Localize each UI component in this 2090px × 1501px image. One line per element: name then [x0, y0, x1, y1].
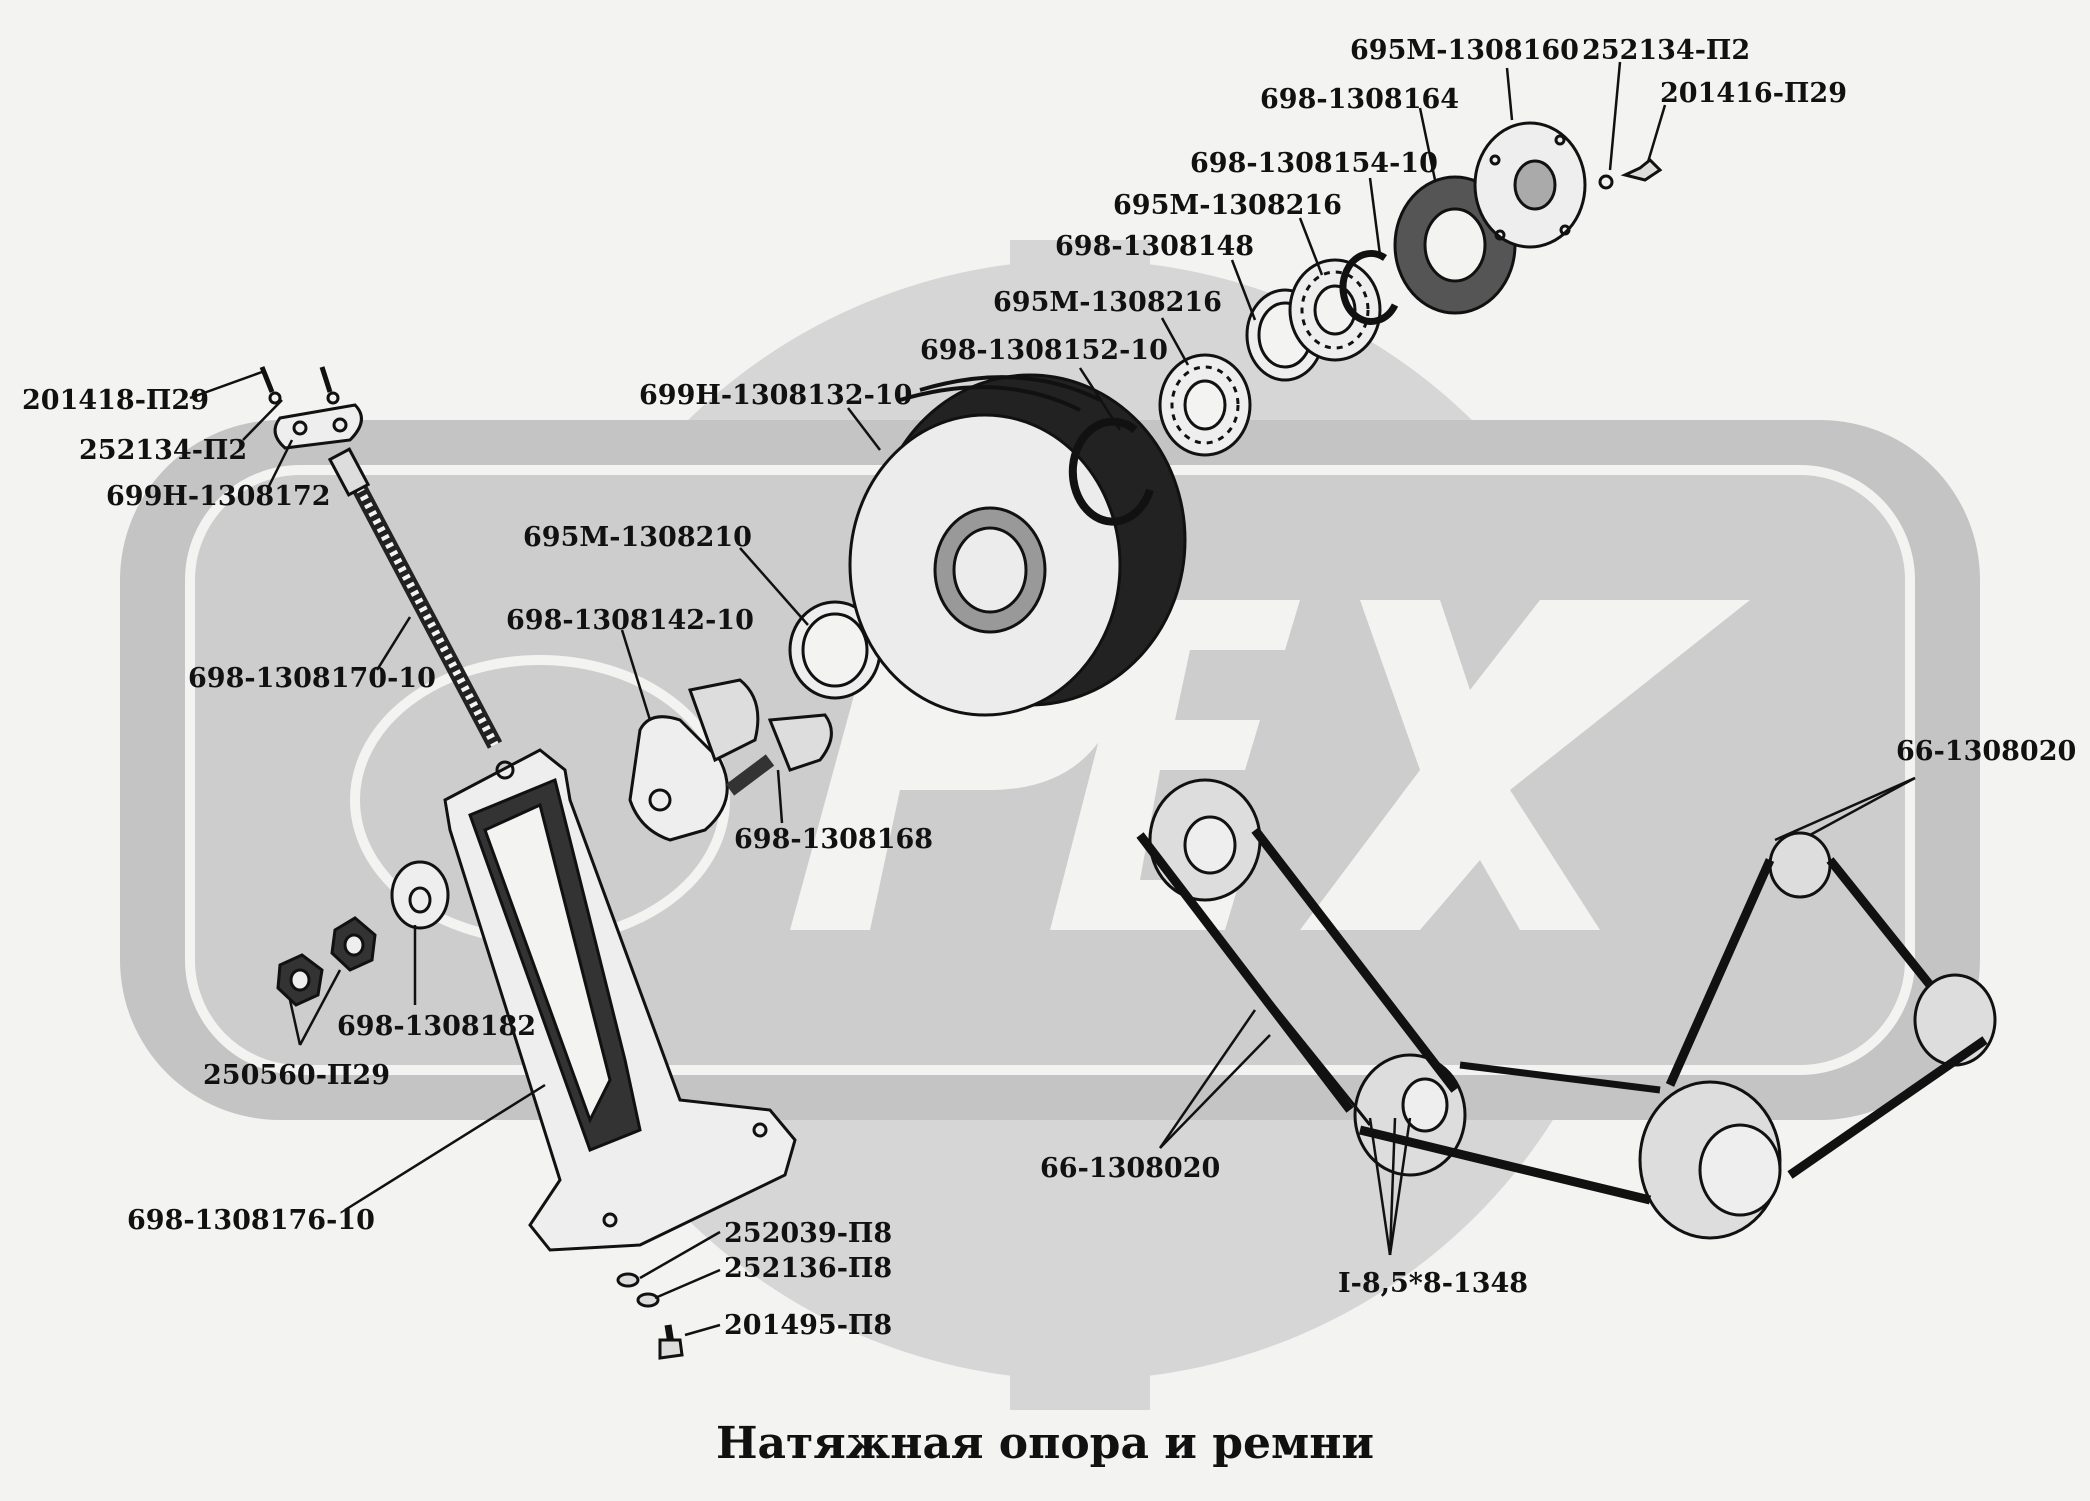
- label-belt-left: 66-1308020: [1040, 1153, 1221, 1184]
- label-belt-right: 66-1308020: [1896, 736, 2077, 767]
- label-spacer-2: 698-1308148: [1055, 231, 1255, 262]
- label-seal: 698-1308164: [1260, 84, 1460, 115]
- screw: [725, 713, 833, 796]
- snap-ring-2: [1339, 249, 1399, 325]
- base-fasteners: [616, 1272, 684, 1360]
- label-snap-ring: 698-1308152-10: [920, 335, 1168, 366]
- label-plate-screw: 201418-П29: [22, 385, 209, 416]
- label-base-washer: 252136-П8: [724, 1253, 893, 1284]
- nuts: [276, 916, 377, 1007]
- label-base-bolt: 201495-П8: [724, 1310, 893, 1341]
- label-spacer-ring: 695М-1308210: [523, 522, 752, 553]
- label-cover-bolt: 201416-П29: [1660, 78, 1847, 109]
- cover: [1473, 121, 1587, 249]
- label-base-nut: 252039-П8: [724, 1218, 893, 1249]
- label-belt-set: I-8,5*8-1348: [1338, 1268, 1529, 1299]
- cover-bolt: [1598, 157, 1663, 190]
- label-nuts: 250560-П29: [203, 1060, 390, 1091]
- label-axle: 698-1308142-10: [506, 605, 754, 636]
- belt-drive-right: [1358, 831, 1997, 1240]
- snap-ring: [1068, 417, 1154, 526]
- bearing-2: [1288, 258, 1382, 362]
- label-bearing-1: 695М-1308216: [993, 287, 1222, 318]
- label-tension-bolt: 698-1308170-10: [188, 663, 436, 694]
- label-bearing-2: 695М-1308216: [1113, 190, 1342, 221]
- label-cover: 695М-1308160: [1350, 35, 1579, 66]
- bearing-1: [1158, 353, 1252, 457]
- tensioner-bracket: [443, 748, 797, 1252]
- spacer-ring: [788, 600, 882, 700]
- label-retainer-plate: 699Н-1308172: [106, 481, 331, 512]
- drawing: [189, 61, 1997, 1360]
- retainer-plate: [259, 366, 363, 450]
- tension-bolt: [327, 447, 503, 749]
- label-plate-washer: 252134-П2: [79, 435, 248, 466]
- label-bracket: 698-1308176-10: [127, 1205, 375, 1236]
- label-washer: 698-1308182: [337, 1011, 537, 1042]
- label-washer-top: 252134-П2: [1582, 35, 1751, 66]
- label-snap-ring-2: 698-1308154-10: [1190, 148, 1438, 179]
- label-screw: 698-1308168: [734, 824, 934, 855]
- tensioner-pulley: [848, 373, 1187, 717]
- axle: [628, 678, 760, 842]
- washer: [390, 860, 450, 930]
- leader-lines: [189, 61, 1916, 1337]
- diagram-title: Натяжная опора и ремни: [715, 1418, 1375, 1469]
- label-pulley: 699Н-1308132-10: [639, 380, 913, 411]
